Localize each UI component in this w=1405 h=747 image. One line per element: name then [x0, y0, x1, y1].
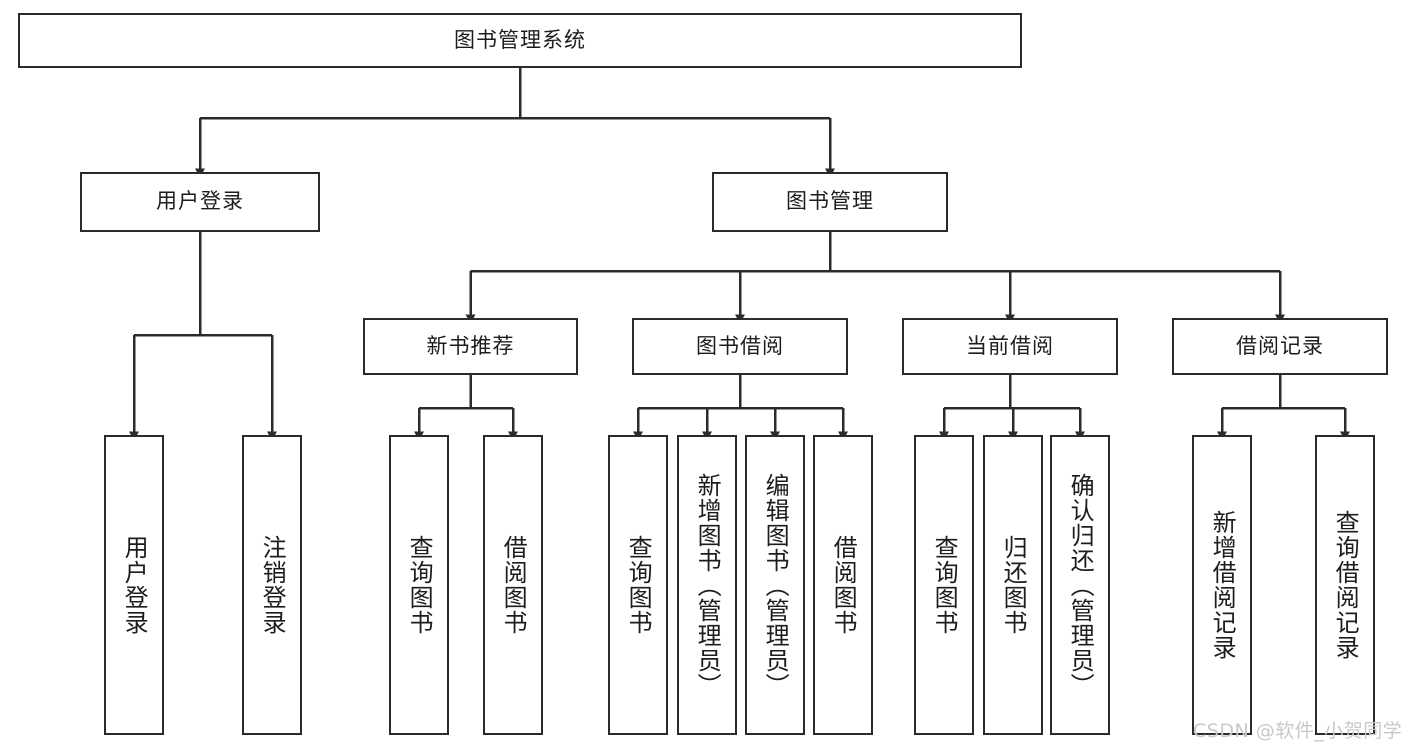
- node-label-confirm-return-admin: 确认归还（管理员）: [1066, 472, 1095, 698]
- node-book-management[interactable]: 图书管理: [712, 172, 948, 232]
- node-label-login-action: 用户登录: [120, 535, 149, 635]
- node-borrow-book-1[interactable]: 借阅图书: [483, 435, 543, 735]
- node-label-query-book-3: 查询图书: [930, 535, 959, 635]
- node-confirm-return-admin[interactable]: 确认归还（管理员）: [1050, 435, 1110, 735]
- node-query-borrow-record[interactable]: 查询借阅记录: [1315, 435, 1375, 735]
- node-label-borrow-book-2: 借阅图书: [829, 535, 858, 635]
- node-label-borrow-record: 借阅记录: [1236, 333, 1324, 358]
- node-label-edit-book-admin: 编辑图书（管理员）: [761, 472, 790, 698]
- node-return-book[interactable]: 归还图书: [983, 435, 1043, 735]
- node-label-root: 图书管理系统: [454, 27, 586, 52]
- node-current-borrow[interactable]: 当前借阅: [902, 318, 1118, 375]
- node-root[interactable]: 图书管理系统: [18, 13, 1022, 68]
- node-user-login[interactable]: 用户登录: [80, 172, 320, 232]
- node-add-book-admin[interactable]: 新增图书（管理员）: [677, 435, 737, 735]
- node-label-return-book: 归还图书: [999, 535, 1028, 635]
- node-book-borrow[interactable]: 图书借阅: [632, 318, 848, 375]
- node-edit-book-admin[interactable]: 编辑图书（管理员）: [745, 435, 805, 735]
- node-label-current-borrow: 当前借阅: [966, 333, 1054, 358]
- connector-group: [129, 68, 1350, 441]
- node-label-query-book-2: 查询图书: [624, 535, 653, 635]
- node-label-user-login: 用户登录: [156, 189, 244, 214]
- node-query-book-3[interactable]: 查询图书: [914, 435, 974, 735]
- node-query-book-1[interactable]: 查询图书: [389, 435, 449, 735]
- node-label-add-book-admin: 新增图书（管理员）: [693, 472, 722, 698]
- node-label-book-management: 图书管理: [786, 189, 874, 214]
- node-label-logout-action: 注销登录: [258, 535, 287, 635]
- node-label-book-borrow: 图书借阅: [696, 333, 784, 358]
- node-label-add-borrow-record: 新增借阅记录: [1208, 510, 1237, 660]
- node-borrow-book-2[interactable]: 借阅图书: [813, 435, 873, 735]
- node-label-new-book-recommend: 新书推荐: [426, 333, 515, 358]
- node-borrow-record[interactable]: 借阅记录: [1172, 318, 1388, 375]
- node-label-borrow-book-1: 借阅图书: [499, 535, 528, 635]
- node-query-book-2[interactable]: 查询图书: [608, 435, 668, 735]
- node-add-borrow-record[interactable]: 新增借阅记录: [1192, 435, 1252, 735]
- node-label-query-borrow-record: 查询借阅记录: [1331, 510, 1360, 660]
- node-new-book-recommend[interactable]: 新书推荐: [363, 318, 578, 375]
- node-login-action[interactable]: 用户登录: [104, 435, 164, 735]
- node-label-query-book-1: 查询图书: [405, 535, 434, 635]
- node-logout-action[interactable]: 注销登录: [242, 435, 302, 735]
